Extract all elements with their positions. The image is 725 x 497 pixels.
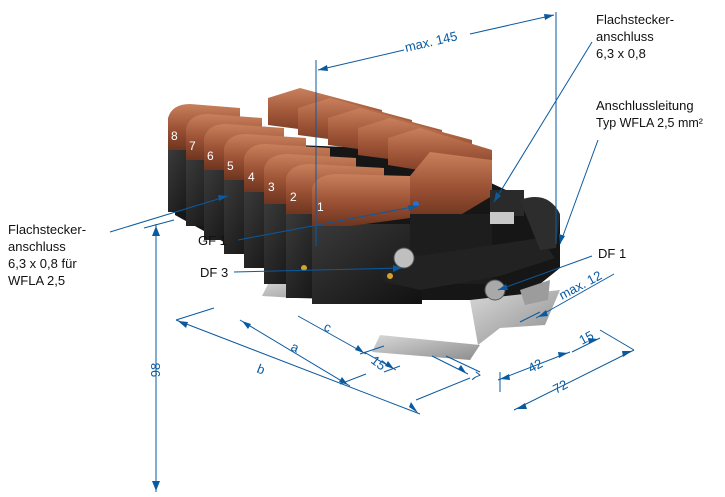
callout-flat-connector-left-line4: WFLA 2,5 bbox=[8, 273, 65, 288]
contact-number: 8 bbox=[171, 129, 178, 143]
mounting-foot bbox=[470, 290, 560, 345]
callout-flat-connector-right-line2: anschluss bbox=[596, 29, 654, 44]
callout-df3: DF 3 bbox=[200, 265, 228, 280]
dim-a: a bbox=[289, 339, 302, 356]
leader-df3 bbox=[233, 267, 403, 273]
contact-number: 3 bbox=[268, 180, 275, 194]
callout-gf1: GF 1 bbox=[198, 233, 227, 248]
callout-df1: DF 1 bbox=[598, 246, 626, 261]
relay-block-illustration: 8 7 6 5 4 3 2 1 bbox=[168, 88, 560, 360]
callout-flat-connector-left-line1: Flachstecker- bbox=[8, 222, 86, 237]
dim-15-right: 15 bbox=[576, 328, 596, 348]
contact-number: 1 bbox=[317, 200, 324, 214]
callout-flat-connector-right-line3: 6,3 x 0,8 bbox=[596, 46, 646, 61]
callout-flat-connector-left-line3: 6,3 x 0,8 für bbox=[8, 256, 77, 271]
leader-flat-connector-right bbox=[493, 41, 593, 203]
callout-labels: Flachstecker- anschluss 6,3 x 0,8 Anschl… bbox=[8, 12, 703, 288]
contact-number: 5 bbox=[227, 159, 234, 173]
callout-flat-connector-left-line2: anschluss bbox=[8, 239, 66, 254]
leader-df1 bbox=[497, 255, 593, 291]
callout-connection-lead-line2: Typ WFLA 2,5 mm² bbox=[596, 116, 703, 130]
leader-gf1 bbox=[237, 205, 419, 241]
callout-flat-connector-right-line1: Flachstecker- bbox=[596, 12, 674, 27]
dimension-lines bbox=[143, 12, 635, 492]
mounting-foot bbox=[372, 335, 480, 360]
leader-lines bbox=[109, 41, 599, 291]
contact-numbers: 8 7 6 5 4 3 2 1 bbox=[171, 129, 324, 214]
contact-number: 7 bbox=[189, 139, 196, 153]
dim-42: 42 bbox=[525, 356, 545, 376]
actuator-mechanism bbox=[301, 190, 560, 301]
contact-number: 2 bbox=[290, 190, 297, 204]
dim-98: 98 bbox=[148, 363, 163, 377]
dim-max12: max. 12 bbox=[556, 268, 604, 303]
dim-7: 7 bbox=[468, 369, 483, 385]
contact-number: 4 bbox=[248, 170, 255, 184]
callout-connection-lead-line1: Anschlussleitung bbox=[596, 98, 694, 113]
leader-connection-lead bbox=[559, 139, 599, 245]
leader-flat-connector-left bbox=[109, 195, 229, 233]
dim-c: c bbox=[322, 319, 334, 336]
dim-max145: max. 145 bbox=[403, 28, 458, 55]
dim-b: b bbox=[255, 361, 267, 378]
dim-72: 72 bbox=[550, 377, 570, 397]
contact-number: 6 bbox=[207, 149, 214, 163]
